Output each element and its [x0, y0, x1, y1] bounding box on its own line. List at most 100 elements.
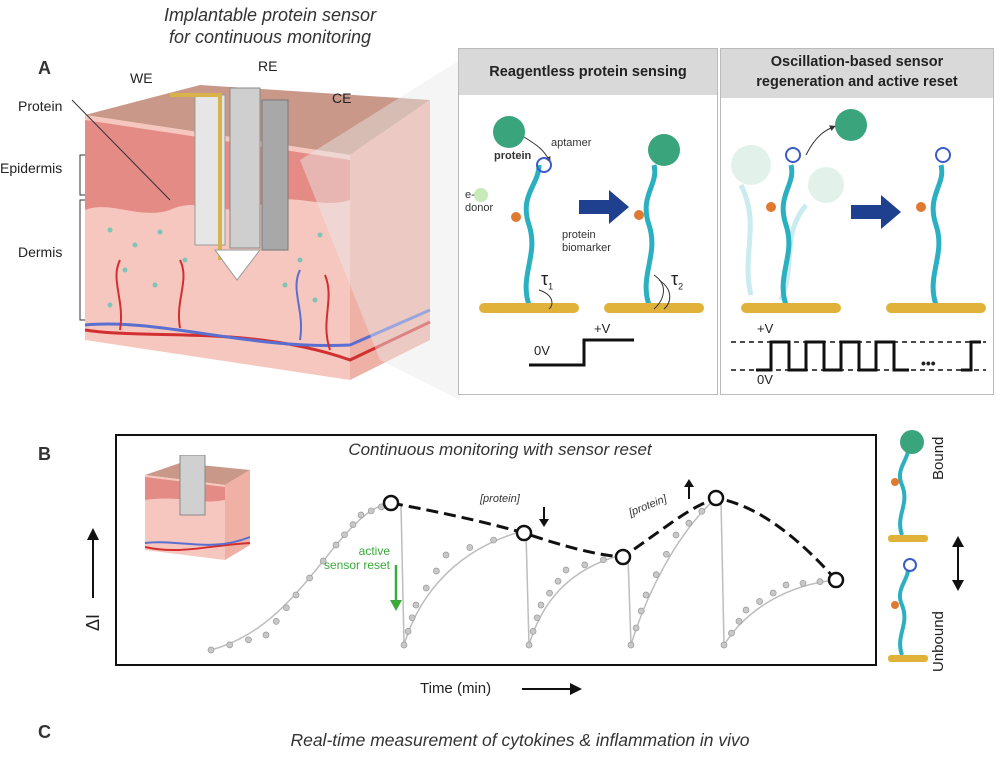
- label-osc-plus-v: +V: [757, 321, 774, 336]
- sample-dot: [525, 641, 533, 649]
- sample-dot: [283, 604, 290, 612]
- sample-dot: [367, 507, 375, 515]
- label-protein: Protein: [18, 98, 63, 114]
- label-tau2: τ2: [671, 269, 684, 292]
- label-aptamer: aptamer: [551, 137, 592, 149]
- sample-dot: [412, 601, 420, 609]
- label-tau1: τ1: [541, 269, 554, 292]
- sample-dot: [581, 561, 589, 569]
- sample-dot: [546, 589, 553, 597]
- sample-dot: [272, 618, 280, 625]
- state-legend: [888, 430, 964, 662]
- reagentless-diagram: [474, 116, 704, 367]
- label-dermis: Dermis: [18, 244, 63, 260]
- sample-dot: [408, 614, 416, 622]
- sample-dot: [799, 579, 807, 587]
- label-plus-v: +V: [594, 321, 611, 336]
- oscillation-diagram: [731, 109, 986, 372]
- x-axis-arrow: [522, 683, 582, 695]
- sample-dot: [466, 544, 474, 551]
- label-ce: CE: [332, 90, 352, 106]
- sample-dot: [685, 519, 693, 527]
- bound-label: Bound: [930, 436, 947, 480]
- binding-arrow: [579, 190, 629, 224]
- sample-dot: [292, 591, 300, 599]
- sample-dot: [422, 584, 430, 592]
- sample-dot: [627, 641, 635, 649]
- protein-sphere: [493, 116, 525, 148]
- label-epidermis: Epidermis: [0, 160, 63, 176]
- label-biomarker-2: biomarker: [562, 242, 611, 254]
- sample-dot: [652, 571, 660, 578]
- label-re: RE: [258, 58, 278, 74]
- sample-dot: [349, 521, 357, 528]
- reset-label-1: active: [358, 544, 390, 558]
- reagentless-sensing-box: Reagentless protein sensing protein apta…: [458, 48, 718, 395]
- sample-dot: [663, 550, 670, 558]
- sample-dot: [306, 574, 313, 582]
- needle-tip: [214, 249, 262, 281]
- x-axis-label: Time (min): [420, 680, 492, 697]
- square-wave: [756, 340, 909, 372]
- bound-envelope: [390, 496, 838, 581]
- peak-markers: [382, 489, 845, 589]
- wave-ellipsis: •••: [921, 355, 936, 371]
- reset-label-2: sensor reset: [323, 558, 390, 572]
- sample-dot: [720, 641, 728, 649]
- sample-dot: [537, 601, 545, 609]
- sample-dot: [735, 617, 743, 625]
- panel-a-title-line1: Implantable protein sensor: [163, 5, 377, 25]
- panel-a-title: Implantable protein sensor for continuou…: [120, 4, 420, 48]
- aptamer-strand: [523, 164, 542, 306]
- sample-dot: [319, 557, 327, 565]
- panel-b-letter: B: [38, 444, 51, 464]
- label-0v: 0V: [534, 343, 550, 358]
- panel-b-title: Continuous monitoring with sensor reset: [348, 440, 652, 459]
- reagentless-sensing-header: Reagentless protein sensing: [459, 49, 717, 95]
- sample-dot: [672, 531, 680, 539]
- sample-dot: [642, 591, 650, 599]
- we-wire: [170, 93, 222, 260]
- electrode-ce: [261, 99, 289, 251]
- sample-dot: [742, 606, 750, 614]
- label-e-donor-1: e-: [465, 189, 475, 201]
- sample-dot: [600, 556, 607, 564]
- label-protein-small: protein: [494, 150, 532, 162]
- sample-dot: [562, 566, 570, 574]
- label-osc-0v: 0V: [757, 372, 773, 387]
- sample-dot: [637, 607, 645, 615]
- electrode-re: [229, 87, 261, 249]
- voltage-step: [529, 338, 634, 367]
- gold-electrode: [479, 303, 579, 313]
- label-we: WE: [130, 70, 153, 86]
- label-biomarker-1: protein: [562, 229, 596, 241]
- unbound-label: Unbound: [930, 611, 947, 672]
- y-axis-arrow: [87, 528, 99, 598]
- sample-dot: [533, 614, 541, 622]
- zoom-callout: [300, 60, 460, 400]
- sample-dot: [529, 628, 537, 635]
- oscillation-header-line1: Oscillation-based sensor: [770, 54, 944, 70]
- protein-dots: [107, 227, 323, 308]
- panel-a-title-line2: for continuous monitoring: [168, 27, 372, 47]
- mini-skin-icon: [144, 455, 251, 560]
- sample-dot: [207, 646, 215, 654]
- sample-dot: [433, 567, 440, 575]
- panel-c-letter: C: [38, 722, 51, 742]
- sample-dot: [226, 641, 234, 649]
- oscillation-reset-header: Oscillation-based sensor regeneration an…: [721, 49, 993, 98]
- y-axis-label: ΔI: [83, 613, 104, 632]
- vein: [84, 308, 431, 348]
- sample-dot: [769, 589, 777, 597]
- sample-dot: [782, 581, 790, 589]
- sample-dot: [245, 636, 252, 644]
- sample-dot: [490, 536, 497, 544]
- sample-dot: [332, 541, 340, 549]
- current-traces: [210, 499, 837, 651]
- sample-dot: [816, 578, 824, 585]
- sample-dot: [442, 551, 450, 559]
- sample-dot: [262, 631, 270, 639]
- oscillation-header-line2: regeneration and active reset: [756, 74, 958, 90]
- skin-illustration: [71, 60, 460, 400]
- sample-dot: [554, 577, 562, 585]
